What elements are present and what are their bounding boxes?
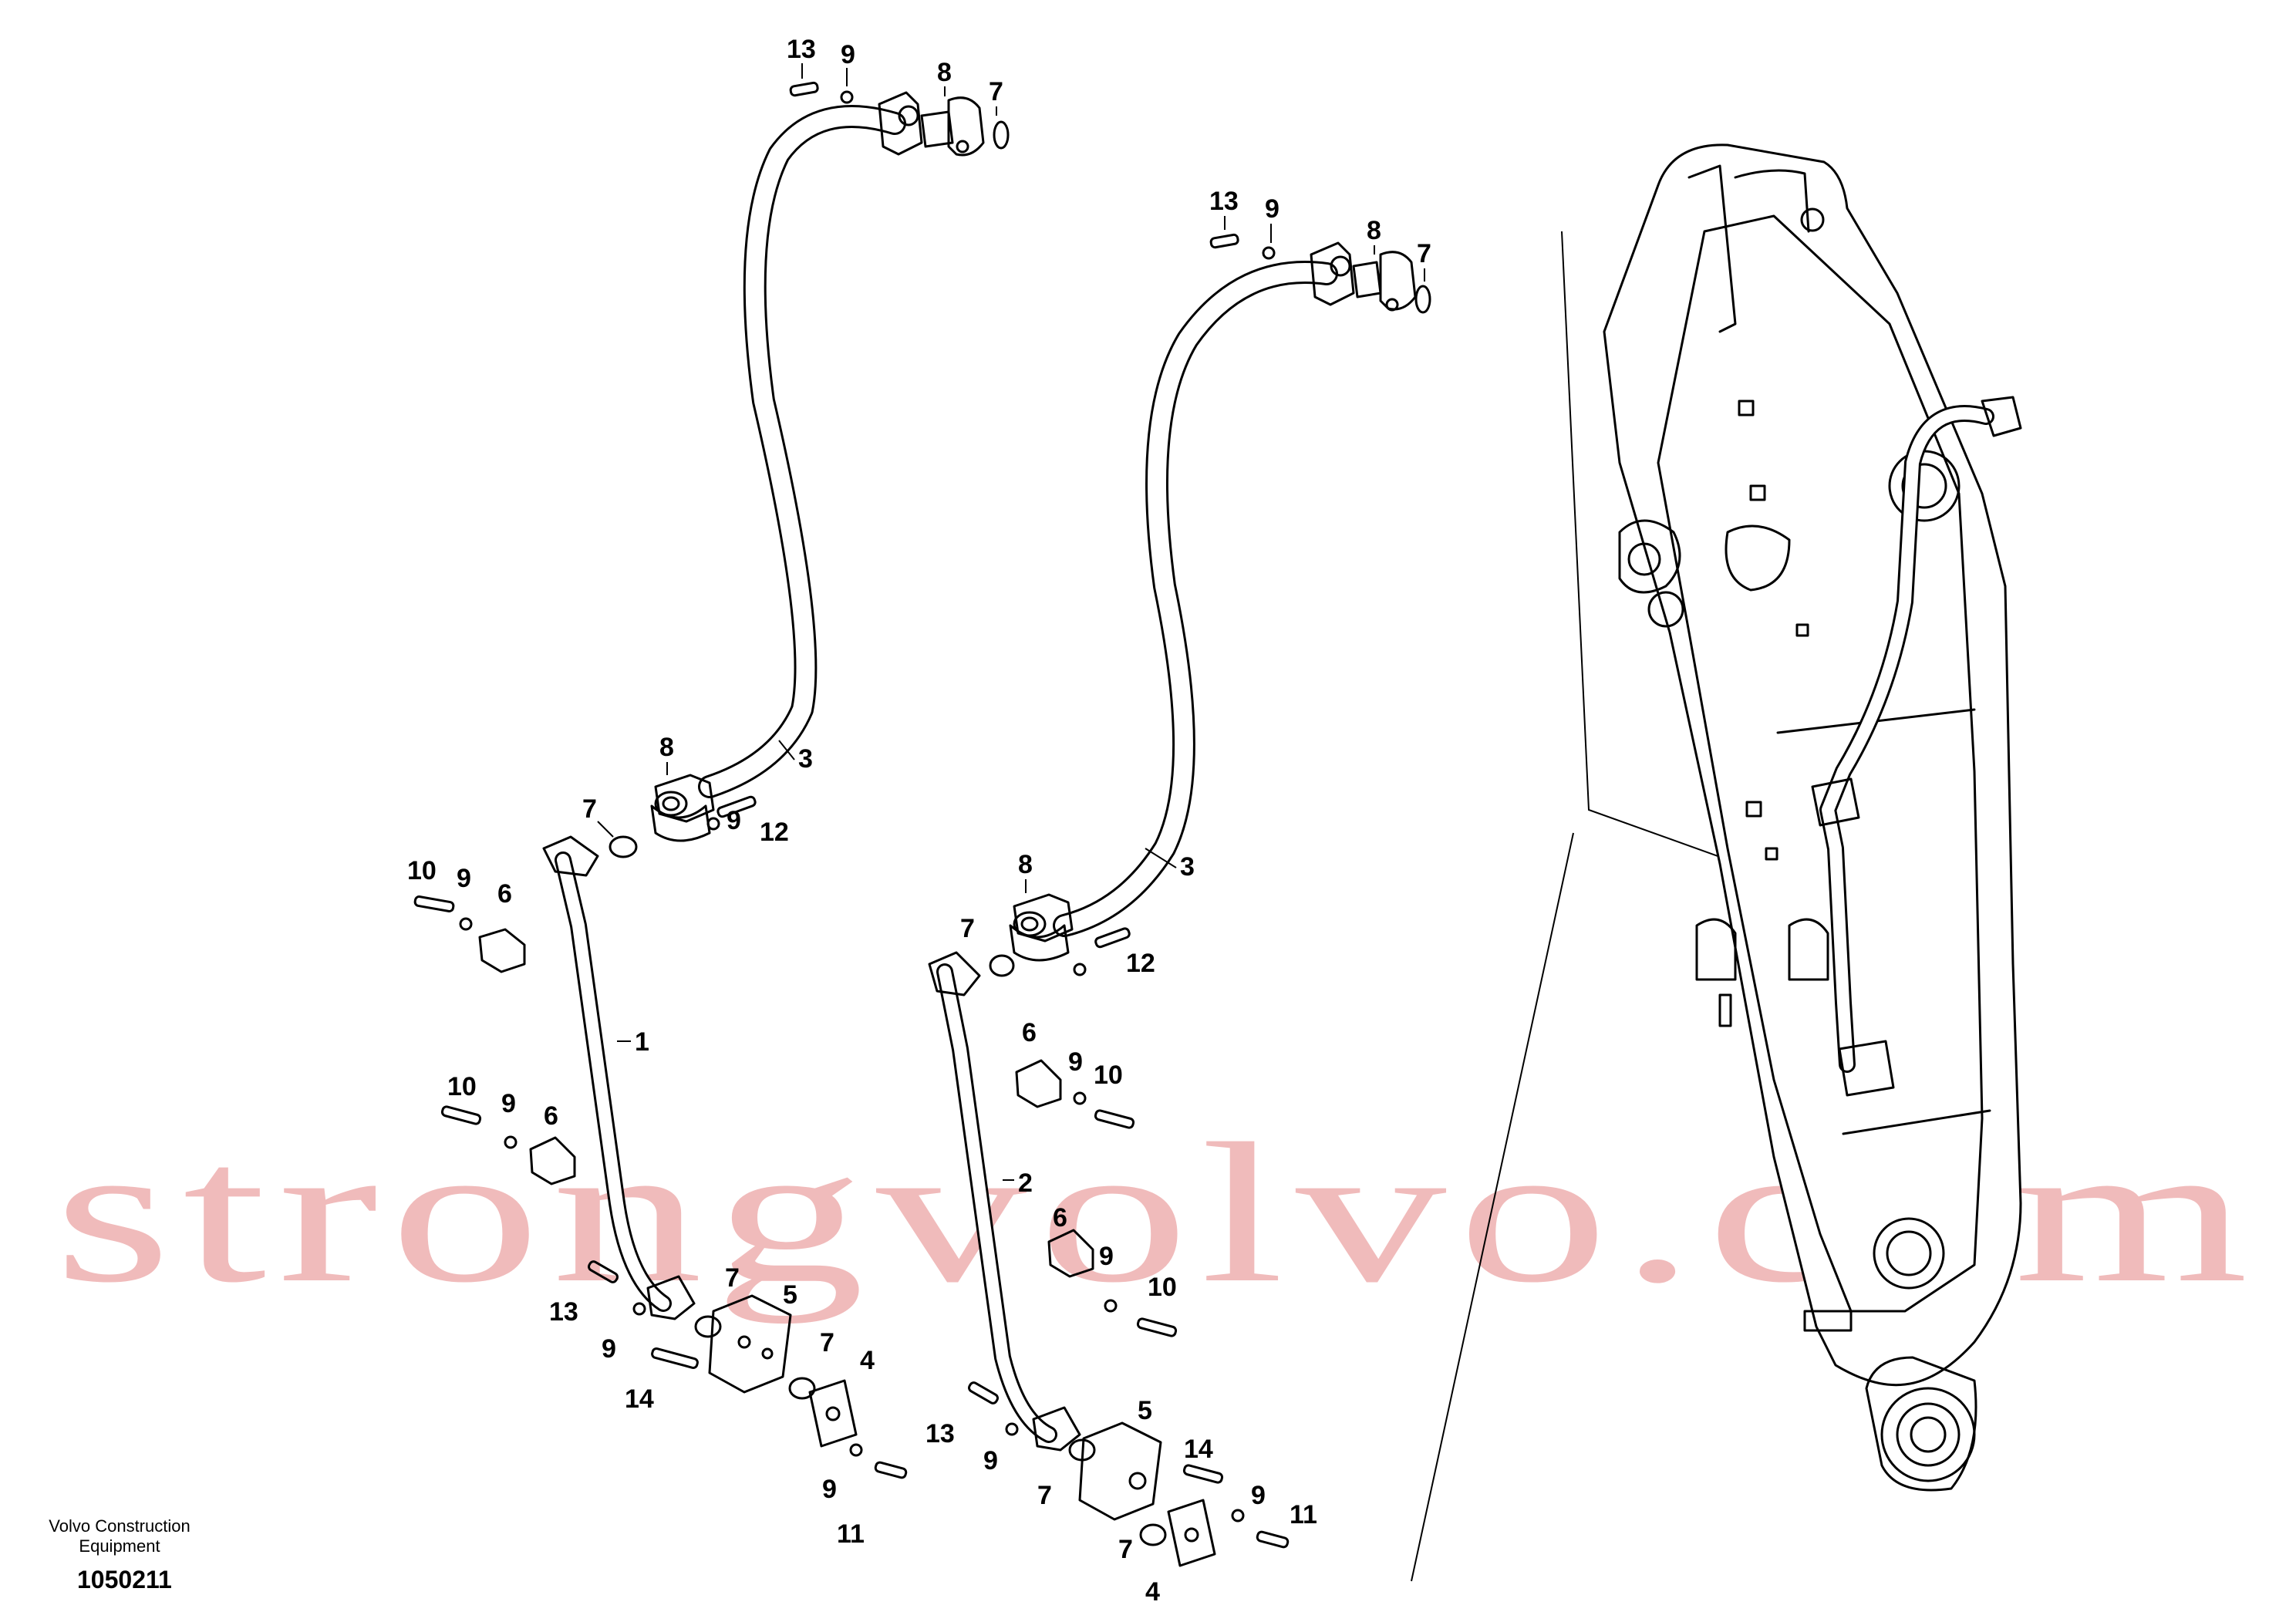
callout-label: 9 <box>1099 1242 1114 1271</box>
callout-label: 9 <box>727 806 741 835</box>
callout-label: 8 <box>659 733 674 762</box>
callout-label: 7 <box>820 1328 834 1357</box>
callout-label: 14 <box>1184 1435 1213 1464</box>
callout-label: 12 <box>1126 949 1155 978</box>
callout-label: 8 <box>1018 850 1033 879</box>
callout-label: 9 <box>841 40 855 69</box>
callout-label: 7 <box>1037 1481 1052 1510</box>
hose-upper-left <box>650 91 985 842</box>
callout-label: 7 <box>960 914 975 943</box>
callout-labels: 13 9 8 7 13 9 8 7 8 3 7 9 12 10 9 6 1 8 … <box>407 35 1431 1607</box>
drawing-code: 1050211 <box>77 1566 172 1593</box>
callout-label: 10 <box>407 856 437 885</box>
callout-label: 13 <box>549 1297 578 1327</box>
company-line-2: Equipment <box>79 1536 160 1556</box>
callout-label: 9 <box>602 1334 616 1364</box>
callout-label: 9 <box>1068 1047 1083 1077</box>
callout-label: 14 <box>625 1384 654 1414</box>
callout-label: 9 <box>457 864 471 893</box>
callout-label: 4 <box>860 1346 875 1375</box>
callout-label: 6 <box>1053 1203 1067 1233</box>
callout-label: 11 <box>1290 1500 1317 1529</box>
callout-label: 6 <box>497 879 512 909</box>
callout-label: 7 <box>725 1263 740 1293</box>
callout-label: 13 <box>925 1419 955 1448</box>
callout-label: 7 <box>1417 239 1431 268</box>
callout-label: 5 <box>783 1280 797 1310</box>
callout-label: 10 <box>1094 1061 1123 1090</box>
callout-label: 2 <box>1018 1168 1033 1198</box>
callout-label: 7 <box>989 77 1003 106</box>
callout-label: 10 <box>447 1072 477 1101</box>
hose-upper-right <box>1009 241 1417 962</box>
boom-hose <box>1811 396 2022 1097</box>
callout-label: 11 <box>837 1519 865 1549</box>
callout-label: 13 <box>1209 187 1239 216</box>
callout-label: 1 <box>635 1027 649 1057</box>
callout-label: 3 <box>1180 852 1195 882</box>
footer-company: Volvo Construction Equipment <box>31 1516 208 1556</box>
pipe-1 <box>542 835 696 1320</box>
callout-label: 6 <box>544 1101 558 1131</box>
callout-label: 9 <box>822 1475 837 1504</box>
pipe-2 <box>928 951 1081 1452</box>
callout-label: 5 <box>1138 1396 1152 1425</box>
callout-label: 6 <box>1022 1018 1037 1047</box>
callout-label: 10 <box>1148 1273 1177 1302</box>
fittings-left <box>413 81 1431 1567</box>
callout-label: 12 <box>760 818 789 847</box>
callout-label: 3 <box>798 744 813 774</box>
callout-label: 9 <box>1251 1481 1266 1510</box>
callout-label: 7 <box>582 794 597 824</box>
callout-label: 9 <box>501 1089 516 1118</box>
callout-label: 9 <box>1265 194 1279 224</box>
callout-label: 4 <box>1145 1577 1160 1607</box>
callout-label: 13 <box>787 35 816 64</box>
callout-label: 9 <box>983 1446 998 1475</box>
callout-label: 7 <box>1118 1535 1133 1564</box>
callout-label: 8 <box>937 58 952 87</box>
callout-label: 8 <box>1367 216 1381 245</box>
leader-lines <box>597 63 1425 1181</box>
company-line-1: Volvo Construction <box>49 1516 190 1536</box>
